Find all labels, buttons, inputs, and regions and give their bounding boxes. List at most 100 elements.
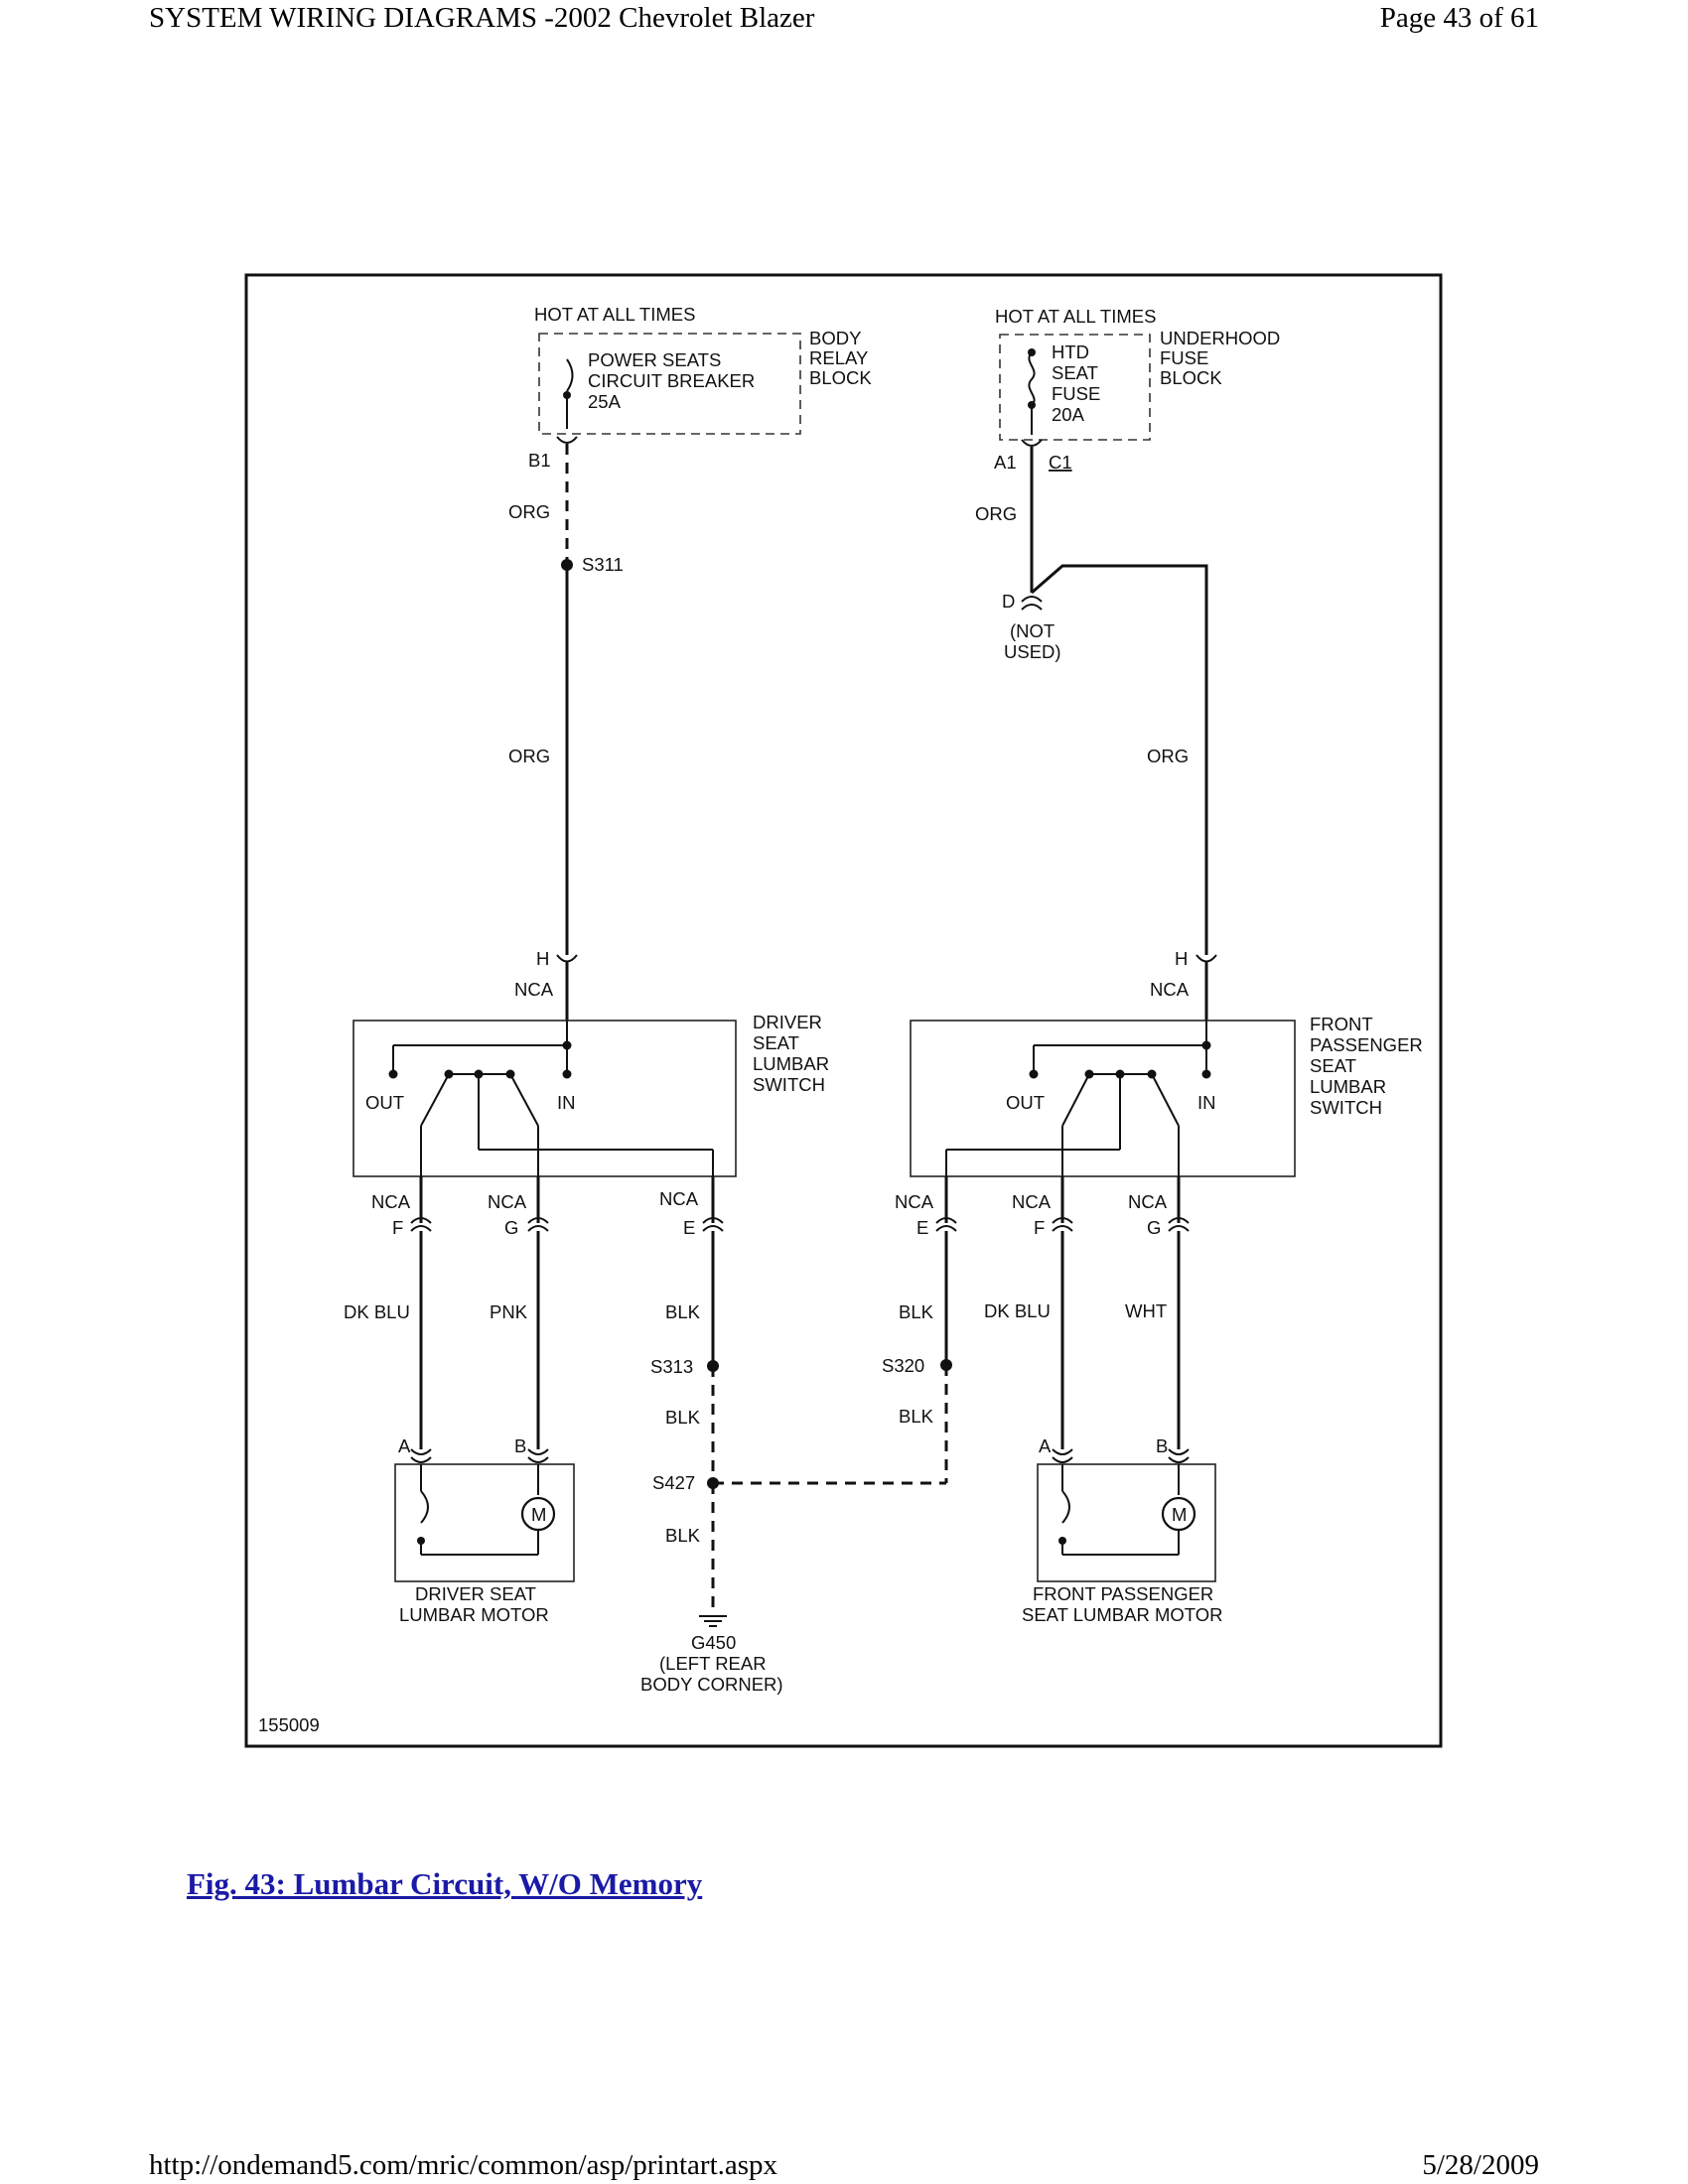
pin-d-label: D: [1002, 591, 1015, 612]
passenger-switch-label-1: FRONT: [1310, 1014, 1373, 1034]
driver-switch-label-2: SEAT: [753, 1032, 799, 1053]
passenger-motor-pin-b: B: [1156, 1435, 1168, 1456]
figure-caption-link[interactable]: Fig. 43: Lumbar Circuit, W/O Memory: [187, 1866, 703, 1901]
passenger-pin-e-conn: NCA: [895, 1191, 934, 1212]
splice-s320-label: S320: [882, 1355, 924, 1376]
document-title: SYSTEM WIRING DIAGRAMS -2002 Chevrolet B…: [149, 2, 815, 34]
wire-label-blk-driver: BLK: [665, 1301, 701, 1322]
wire-label-org-4: ORG: [1147, 746, 1189, 766]
wire-label-wht-passenger: WHT: [1125, 1300, 1167, 1321]
driver-switch-label-3: LUMBAR: [753, 1053, 829, 1074]
body-relay-block-label-2: RELAY: [809, 347, 868, 368]
passenger-switch-in-label: IN: [1197, 1092, 1216, 1113]
driver-pin-g-conn: NCA: [488, 1191, 527, 1212]
wire-label-blk-s320: BLK: [899, 1406, 934, 1427]
pin-c1-label: C1: [1049, 452, 1072, 473]
driver-pin-f: F: [392, 1217, 403, 1238]
ground-label-2: (LEFT REAR: [659, 1653, 767, 1674]
driver-pin-f-conn: NCA: [371, 1191, 411, 1212]
wire-label-dk-blu-driver: DK BLU: [344, 1301, 410, 1322]
driver-pin-e: E: [683, 1217, 695, 1238]
wire-label-blk-passenger: BLK: [899, 1301, 934, 1322]
conn-nca-passenger-top: NCA: [1150, 979, 1190, 1000]
fuse-label-2: SEAT: [1052, 362, 1098, 383]
wire-label-pnk-driver: PNK: [490, 1301, 528, 1322]
pin-h-driver-label: H: [536, 948, 549, 969]
wire-label-org-1: ORG: [508, 501, 550, 522]
body-relay-block-label-3: BLOCK: [809, 367, 872, 388]
page-number: Page 43 of 61: [1379, 2, 1539, 34]
passenger-pin-g: G: [1147, 1217, 1161, 1238]
passenger-motor-label-1: FRONT PASSENGER: [1033, 1583, 1213, 1604]
driver-seat-lumbar-motor: [394, 1463, 575, 1582]
driver-motor-pin-a: A: [398, 1435, 411, 1456]
connector-h-driver: [556, 954, 578, 963]
front-passenger-seat-lumbar-motor: [1037, 1463, 1216, 1582]
passenger-pin-f: F: [1034, 1217, 1045, 1238]
passenger-switch-label-4: LUMBAR: [1310, 1076, 1386, 1097]
driver-motor-label-1: DRIVER SEAT: [415, 1583, 536, 1604]
diagram-frame: [244, 273, 1443, 1748]
passenger-motor-m: M: [1172, 1504, 1187, 1525]
driver-motor-breaker-symbol: [420, 1490, 429, 1524]
wire-org-right: [1031, 564, 1208, 955]
passenger-switch-label-3: SEAT: [1310, 1055, 1356, 1076]
driver-pin-e-conn: NCA: [659, 1188, 699, 1209]
figure-id-number: 155009: [258, 1714, 320, 1735]
body-relay-block-label-1: BODY: [809, 328, 861, 348]
passenger-motor-pin-a: A: [1039, 1435, 1052, 1456]
connector-h-passenger: [1196, 954, 1217, 963]
pin-h-passenger-label: H: [1175, 948, 1188, 969]
passenger-motor-breaker-symbol: [1061, 1490, 1070, 1524]
circuit-breaker-symbol: [566, 358, 574, 392]
htd-seat-fuse-symbol: [1028, 351, 1036, 406]
underhood-block-label-3: BLOCK: [1160, 367, 1222, 388]
driver-motor-pin-b: B: [514, 1435, 526, 1456]
wire-label-blk-s313: BLK: [665, 1407, 701, 1428]
passenger-switch-out-label: OUT: [1006, 1092, 1045, 1113]
print-date: 5/28/2009: [1422, 2149, 1539, 2181]
not-used-label-2: USED): [1004, 641, 1061, 662]
splice-s311-label: S311: [582, 554, 624, 575]
driver-switch-label-1: DRIVER: [753, 1012, 822, 1032]
underhood-fuse-block-outline: [999, 334, 1151, 441]
wire-label-org-3: ORG: [975, 503, 1017, 524]
right-hot-label: HOT AT ALL TIMES: [995, 306, 1156, 327]
driver-motor-label-2: LUMBAR MOTOR: [399, 1604, 549, 1625]
left-hot-label: HOT AT ALL TIMES: [534, 304, 695, 325]
connector-d: [1021, 596, 1043, 603]
circuit-breaker-label-1: POWER SEATS: [588, 349, 721, 370]
driver-switch-label-4: SWITCH: [753, 1074, 825, 1095]
body-relay-block-outline: [538, 333, 801, 435]
wire-label-dk-blu-passenger: DK BLU: [984, 1300, 1051, 1321]
fuse-label-3: FUSE: [1052, 383, 1100, 404]
passenger-switch-label-5: SWITCH: [1310, 1097, 1382, 1118]
driver-switch-in-label: IN: [557, 1092, 576, 1113]
circuit-breaker-label-2: CIRCUIT BREAKER: [588, 370, 755, 391]
passenger-pin-f-conn: NCA: [1012, 1191, 1052, 1212]
connector-b1: [556, 436, 578, 444]
driver-pin-g: G: [504, 1217, 518, 1238]
underhood-block-label-2: FUSE: [1160, 347, 1208, 368]
source-url: http://ondemand5.com/mric/common/asp/pri…: [149, 2149, 778, 2181]
pin-b1-label: B1: [528, 450, 551, 471]
front-passenger-seat-lumbar-switch: [910, 1020, 1296, 1177]
connector-a1: [1021, 439, 1043, 447]
wire-label-blk-ground: BLK: [665, 1525, 701, 1546]
ground-label-1: G450: [691, 1632, 736, 1653]
pin-a1-label: A1: [994, 452, 1017, 473]
splice-s427-label: S427: [652, 1472, 695, 1493]
splice-s313-label: S313: [650, 1356, 693, 1377]
passenger-pin-g-conn: NCA: [1128, 1191, 1168, 1212]
not-used-label-1: (NOT: [1010, 620, 1055, 641]
driver-motor-m: M: [531, 1504, 546, 1525]
driver-seat-lumbar-switch: [352, 1020, 737, 1177]
passenger-switch-label-2: PASSENGER: [1310, 1034, 1423, 1055]
driver-switch-out-label: OUT: [365, 1092, 404, 1113]
fuse-label-4: 20A: [1052, 404, 1085, 425]
circuit-breaker-label-3: 25A: [588, 391, 622, 412]
conn-nca-driver-top: NCA: [514, 979, 554, 1000]
underhood-block-label-1: UNDERHOOD: [1160, 328, 1280, 348]
passenger-pin-e: E: [916, 1217, 928, 1238]
fuse-label-1: HTD: [1052, 341, 1089, 362]
